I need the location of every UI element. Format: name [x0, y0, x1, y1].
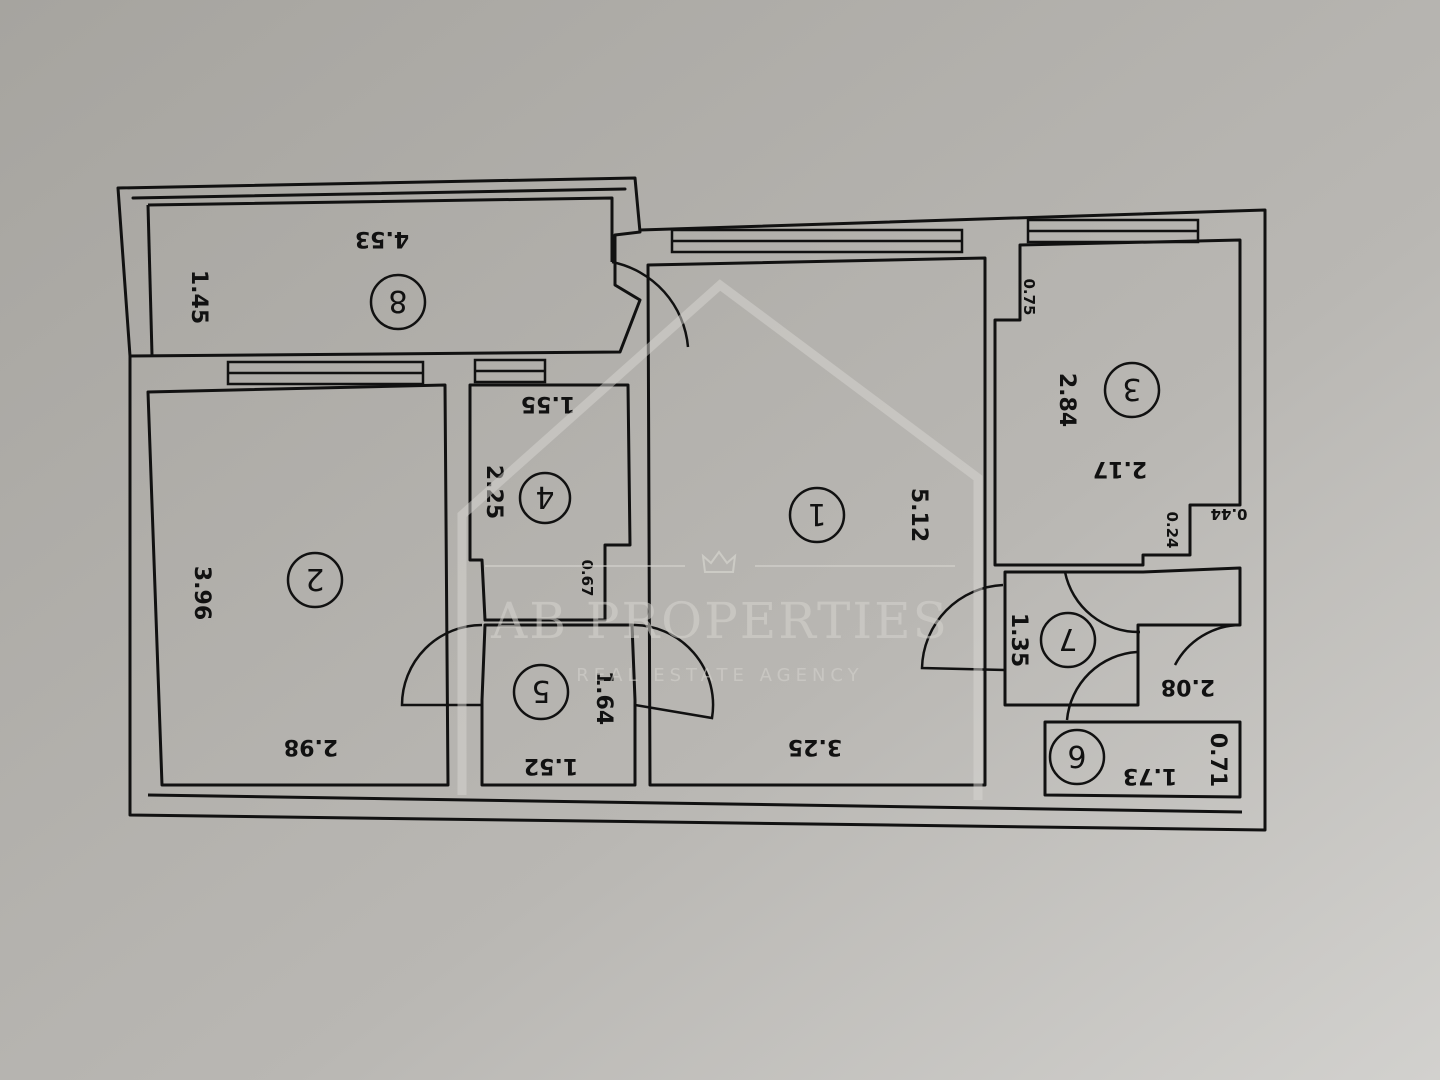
door-arc	[1065, 650, 1138, 721]
room-numbers: 1 2 3 4 5 6 7 8	[286, 273, 1161, 786]
dimension-label: 0.67	[578, 559, 596, 596]
dimension-label: 4.53	[355, 226, 409, 251]
room-4	[468, 383, 632, 622]
room-1	[646, 256, 987, 787]
dimension-label: 1.35	[1006, 613, 1031, 667]
room-number: 7	[1058, 621, 1077, 656]
watermark-logo: AB PROPERTIES REAL ESTATE AGENCY	[457, 279, 983, 800]
room-3	[993, 238, 1242, 567]
dimension-label: 1.55	[521, 391, 575, 416]
room-number: 5	[531, 673, 550, 708]
dimension-label: 1.73	[1123, 763, 1177, 788]
dimension-label: 2.98	[284, 734, 338, 759]
room-6	[1043, 720, 1242, 799]
room-number: 2	[305, 561, 324, 596]
room-number: 8	[388, 283, 407, 318]
outer-walls	[128, 208, 1267, 832]
door-arc	[631, 623, 715, 720]
dimension-label: 0.24	[1163, 511, 1181, 548]
dimension-label: 1.45	[186, 270, 211, 324]
door-arc	[1173, 623, 1241, 666]
dimension-label: 0.75	[1020, 278, 1038, 315]
dimension-label: 3.25	[788, 734, 842, 759]
dimension-label: 3.96	[189, 566, 214, 620]
dimension-label: 5.12	[906, 488, 931, 542]
room-8-balcony	[116, 176, 690, 358]
dimension-label: 0.71	[1205, 733, 1230, 787]
room-2	[146, 383, 450, 787]
dimension-label: 2.08	[1161, 674, 1215, 699]
dimensions: 3.25 5.12 2.98 3.96 2.17 2.84 0.75 0.44 …	[186, 226, 1248, 788]
room-number: 4	[535, 479, 554, 514]
dimension-label: 1.64	[591, 671, 616, 725]
room-number: 6	[1067, 738, 1086, 773]
dimension-label: 1.52	[524, 753, 578, 778]
room-number: 1	[807, 496, 826, 531]
watermark-tagline: REAL ESTATE AGENCY	[576, 665, 863, 686]
room-number: 3	[1122, 371, 1141, 406]
door-arc	[1063, 571, 1141, 634]
watermark-name: AB PROPERTIES	[490, 592, 949, 650]
dimension-label: 2.17	[1093, 456, 1147, 481]
windows	[226, 218, 1200, 386]
dimension-label: 2.84	[1054, 373, 1079, 427]
dimension-label: 0.44	[1210, 505, 1247, 523]
crown-icon	[701, 550, 737, 573]
door-arc	[920, 583, 1006, 672]
